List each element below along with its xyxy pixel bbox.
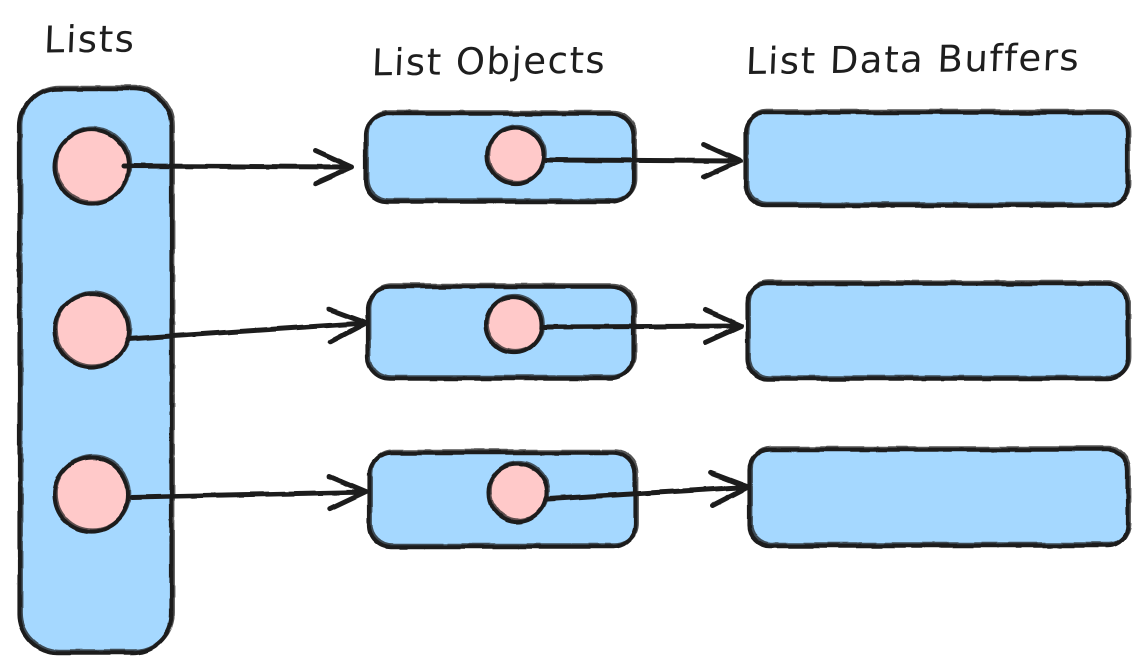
arrow-object-3-to-buffer-3 [545, 470, 751, 508]
column-title-list-objects: List Objects [371, 38, 608, 85]
list-data-buffer-2-outline [746, 280, 1131, 380]
column-title-list-data-buffers: List Data Buffers [745, 35, 1082, 84]
list-entry-3-fill [55, 457, 129, 531]
arrow-list-entry-2-to-object-2 [125, 306, 369, 345]
arrow-list-entry-1-to-object-1 [121, 148, 355, 186]
list-object-3-outline [368, 449, 639, 548]
arrow-list-entry-3-to-object-3 [129, 474, 369, 512]
list-object-3-pointer-outline [487, 460, 550, 523]
list-object-2-outline [366, 283, 637, 380]
lists-container-outline [18, 85, 175, 654]
list-object-1-outline [364, 110, 637, 203]
list-entry-3-outline [53, 454, 132, 533]
list-entry-2-outline [53, 290, 132, 369]
list-object-3-pointer-fill [489, 463, 547, 521]
column-title-lists: Lists [43, 17, 137, 62]
list-object-1-pointer-outline [486, 124, 547, 185]
list-entry-2-fill [55, 293, 129, 367]
list-data-buffer-3-outline [748, 446, 1131, 547]
list-object-1-pointer-fill [488, 127, 544, 183]
arrow-object-2-to-buffer-2 [541, 307, 745, 345]
list-data-buffer-2-fill [748, 283, 1128, 378]
list-data-buffer-3-fill [750, 449, 1128, 545]
list-entry-1-fill [55, 129, 129, 203]
list-object-2-pointer-fill [486, 296, 542, 352]
arrow-object-1-to-buffer-1 [543, 142, 743, 180]
list-data-buffer-1-outline [744, 109, 1131, 207]
list-object-2-pointer-outline [484, 293, 545, 354]
list-data-buffer-1-fill [746, 112, 1128, 205]
